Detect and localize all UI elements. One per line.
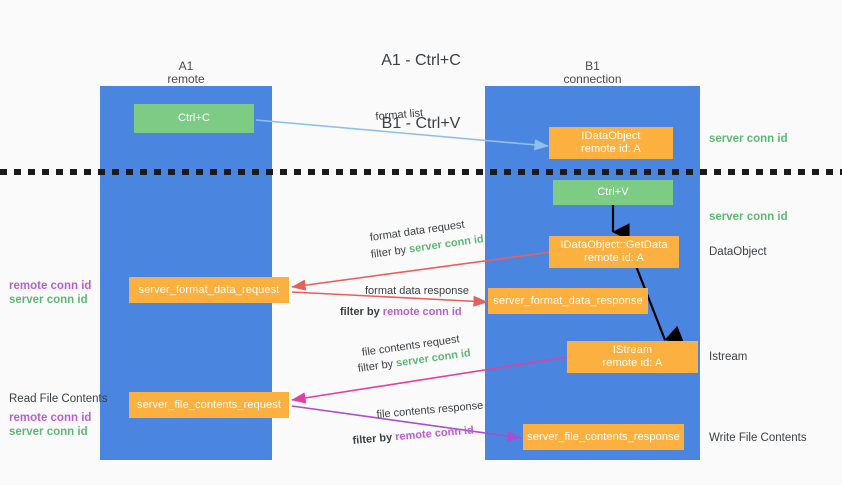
node-server-format-data-request[interactable]: server_format_data_request	[129, 277, 289, 303]
caption-fdres-filter-value: remote conn id	[382, 306, 462, 318]
edge-file-contents-request	[291, 356, 569, 404]
lane-header-b1: B1 connection	[485, 60, 700, 86]
node-istream[interactable]: IStream remote id: A	[567, 341, 698, 373]
title-line-2: B1 - Ctrl+V	[381, 115, 461, 132]
annotation-read-file-contents: Read File Contents	[9, 393, 108, 405]
node-getdata-line1: IDataObject::GetData	[560, 239, 668, 251]
caption-format-list-text: format list	[375, 107, 424, 123]
annotation-dataobject: DataObject	[709, 246, 767, 258]
edge-format-list	[255, 119, 549, 151]
annotation-remote-conn-id-upper: remote conn id	[9, 280, 92, 292]
annotation-istream: Istream	[709, 351, 748, 363]
caption-fdres-filter-prefix: filter by	[340, 306, 383, 318]
lane-b1-role: connection	[563, 72, 622, 86]
annotation-remote-conn-id-lower: remote conn id	[9, 412, 92, 424]
node-server-file-contents-request-label: server_file_contents_request	[136, 398, 282, 411]
annotation-server-conn-id-lower: server conn id	[9, 426, 88, 438]
edge-getdata-to-istream	[634, 265, 684, 343]
node-ole-set-clipboard-line1: IDataObject	[581, 130, 641, 142]
annotation-server-conn-id-upper: server conn id	[9, 294, 88, 306]
caption-format-data-response-filter: filter by remote conn id	[340, 305, 462, 319]
annotation-server-conn-id-second: server conn id	[709, 211, 788, 223]
node-server-format-data-request-label: server_format_data_request	[138, 283, 280, 296]
caption-format-data-response-text: format data response	[365, 285, 469, 297]
lane-header-a1: A1 remote	[100, 60, 272, 86]
lane-a1-name: A1	[178, 59, 194, 73]
caption-fcres-filter-prefix: filter by	[352, 431, 396, 447]
annotation-server-conn-id-top: server conn id	[709, 133, 788, 145]
node-ole-set-clipboard-line2: remote id: A	[581, 143, 641, 155]
annotation-write-file-contents: Write File Contents	[709, 432, 807, 444]
node-istream-line1: IStream	[612, 344, 653, 356]
edge-file-contents-response	[291, 405, 522, 442]
node-server-format-data-response-label: server_format_data_response	[493, 294, 643, 307]
node-ctrl-c[interactable]: Ctrl+C	[134, 104, 254, 133]
node-ctrl-c-label: Ctrl+C	[177, 112, 211, 124]
node-istream-line2: remote id: A	[602, 357, 663, 369]
node-getdata-line2: remote id: A	[584, 252, 644, 264]
lane-a1-role: remote	[167, 72, 205, 86]
node-server-file-contents-request[interactable]: server_file_contents_request	[129, 392, 289, 418]
node-ole-set-clipboard-dataobject[interactable]: IDataObject remote id: A	[549, 127, 673, 159]
node-server-file-contents-response-label: server_file_contents_response	[527, 430, 680, 443]
node-server-format-data-response[interactable]: server_format_data_response	[488, 288, 648, 314]
node-idataobject-getdata[interactable]: IDataObject::GetData remote id: A	[549, 236, 679, 268]
node-ctrl-v[interactable]: Ctrl+V	[553, 180, 673, 205]
page-title: A1 - Ctrl+C B1 - Ctrl+V	[0, 8, 842, 176]
edge-format-data-request	[291, 251, 552, 291]
lane-b1-name: B1	[585, 59, 600, 73]
node-server-file-contents-response[interactable]: server_file_contents_response	[523, 424, 684, 450]
edge-format-data-response	[291, 291, 488, 307]
caption-format-data-response: format data response	[365, 284, 469, 298]
title-line-1: A1 - Ctrl+C	[381, 52, 461, 69]
node-ctrl-v-label: Ctrl+V	[597, 186, 629, 198]
